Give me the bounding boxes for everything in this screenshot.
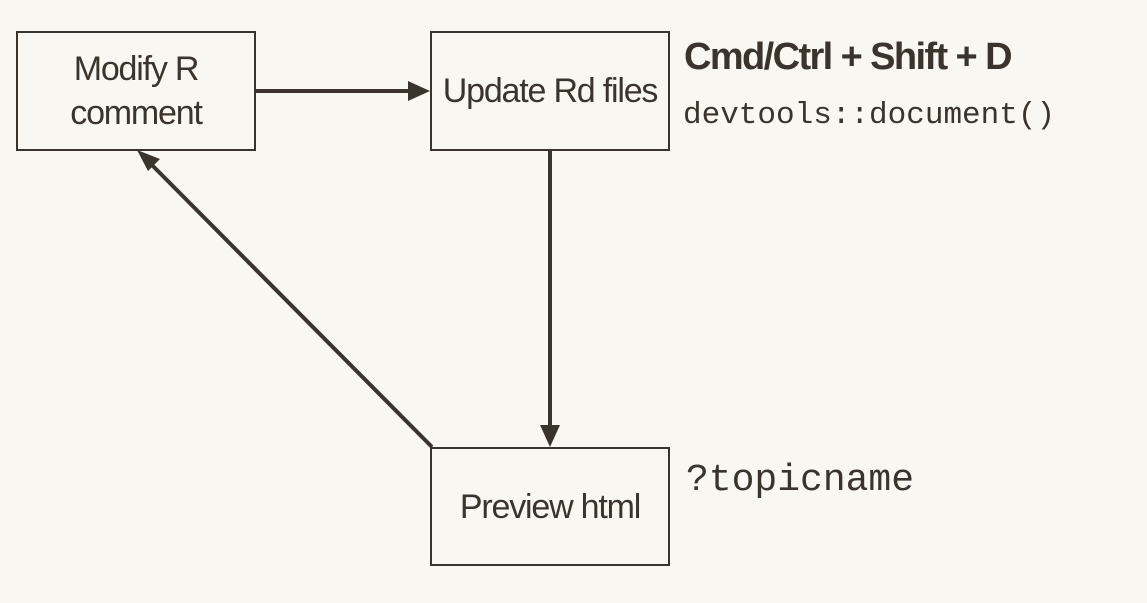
node-preview-label: Preview html: [459, 487, 641, 526]
node-modify-r-comment: Modify R comment: [16, 31, 256, 151]
node-modify-line2: comment: [70, 94, 203, 132]
node-update-rd-files: Update Rd files: [430, 31, 670, 151]
help-topic-command: ?topicname: [686, 459, 915, 502]
edge-preview-to-modify: [145, 158, 434, 449]
node-preview-html: Preview html: [430, 447, 670, 566]
document-function-call: devtools::document(): [683, 98, 1056, 133]
node-update-label: Update Rd files: [442, 72, 659, 110]
arrowhead-modify: [137, 150, 160, 171]
arrowhead-update: [408, 81, 430, 101]
keyboard-shortcut-label: Cmd/Ctrl + Shift + D: [684, 36, 1013, 78]
arrowhead-preview: [540, 425, 560, 447]
node-modify-line1: Modify R: [73, 50, 200, 88]
